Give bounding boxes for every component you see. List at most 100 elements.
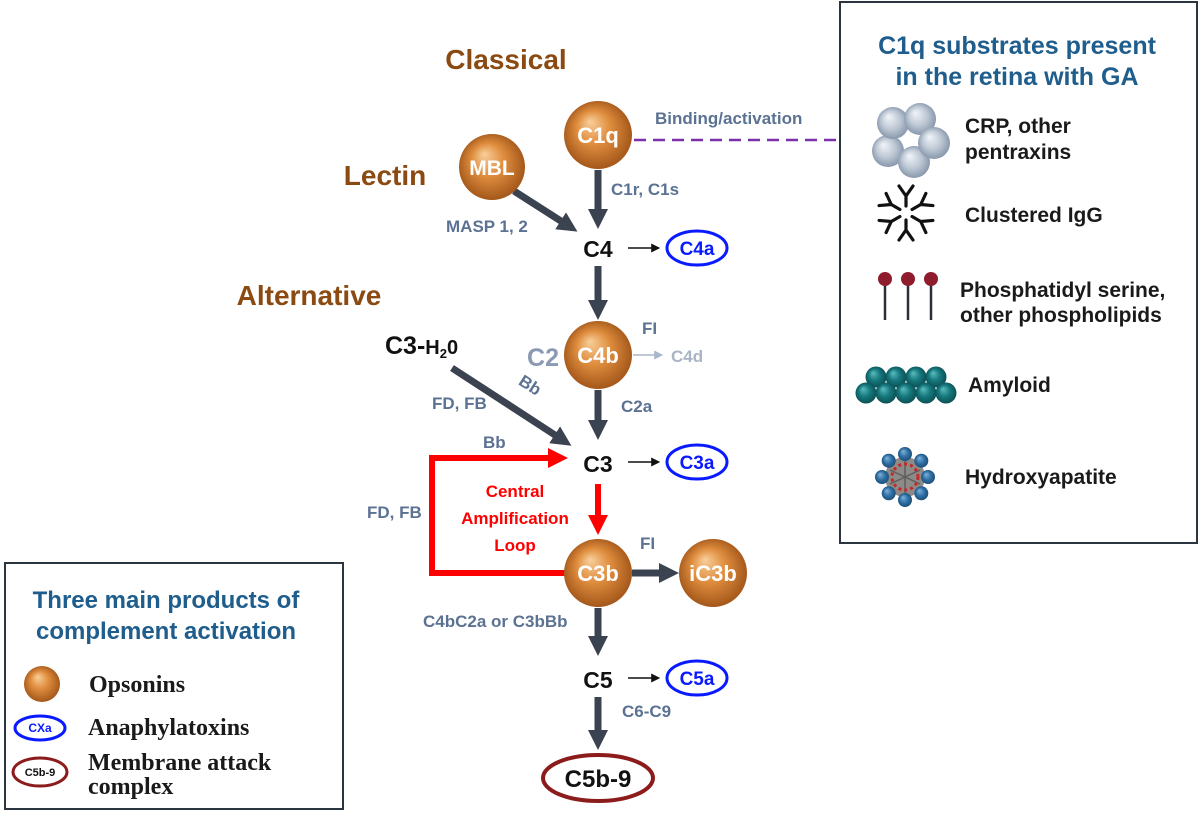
crp-label-line-1: CRP, other: [965, 115, 1071, 138]
c5b9-ellipse: [541, 753, 655, 803]
amyloid-unit: [915, 382, 937, 404]
binding-activation-label: Binding/activation: [655, 109, 802, 128]
phospholipid-label-line-1: Phosphatidyl serine,: [960, 279, 1165, 302]
c4b-label: C4b: [577, 343, 619, 368]
c1q-sphere: [564, 101, 632, 169]
amyloid-unit: [855, 382, 877, 404]
hydroxyapatite-icon: [875, 447, 935, 507]
c3a-ellipse: [665, 443, 729, 481]
c1q-label: C1q: [577, 123, 619, 148]
c3-h2o-h: H: [425, 337, 439, 359]
pentraxin-subunit: [877, 107, 909, 139]
lectin-pathway-title: Lectin: [344, 160, 426, 191]
c5-label: C5: [583, 667, 613, 693]
legend-title-line-2: complement activation: [36, 618, 296, 645]
hydroxyapatite-ring: [890, 462, 920, 492]
hydroxyapatite-particle: [914, 453, 929, 468]
c3b-label: C3b: [577, 561, 619, 586]
amyloid-unit: [905, 366, 927, 388]
mac-label-line-1: Membrane attack: [88, 750, 272, 776]
phospholipid-head: [878, 272, 892, 286]
pentraxin-cluster-icon: [872, 103, 950, 178]
convertase-label: C4bC2a or C3bBb: [423, 612, 568, 631]
c3-label: C3: [583, 451, 612, 477]
clustered-igg-icon: [877, 184, 935, 242]
amyloid-unit: [925, 366, 947, 388]
pentraxin-subunit: [918, 127, 950, 159]
c5b9-node: C5b-9: [541, 753, 655, 803]
amyloid-unit: [895, 382, 917, 404]
arrow-c3h2o-to-c3: [450, 365, 572, 446]
hydroxyapatite-particle: [898, 493, 912, 507]
c3-h2o-main: C3-: [385, 332, 425, 360]
c4-label: C4: [583, 236, 613, 262]
c1q-node: C1q: [564, 101, 632, 169]
c4b-sphere: [564, 321, 632, 389]
legend-panel: Three main products of complement activa…: [4, 562, 344, 810]
c5b9-label: C5b-9: [565, 766, 632, 793]
c4a-ellipse: [665, 229, 729, 267]
ic3b-node: iC3b: [679, 539, 747, 607]
amyloid-unit: [875, 382, 897, 404]
pentraxin-subunit: [898, 146, 930, 178]
legend-title-line-1: Three main products of: [33, 587, 301, 614]
amplification-loop-line-1: Central: [486, 482, 545, 501]
c6-c9-label: C6-C9: [622, 702, 671, 721]
phospholipid-icon: [878, 272, 938, 320]
amyloid-unit: [935, 382, 957, 404]
c3b-node: C3b: [564, 539, 632, 607]
amplification-loop-line-2: Amplification: [461, 509, 569, 528]
phospholipid-label-line-2: other phospholipids: [960, 304, 1162, 327]
c3b-sphere: [564, 539, 632, 607]
mac-legend-symbol-text: C5b-9: [25, 767, 56, 779]
igg-antibody-shape: [897, 218, 915, 242]
c3-h2o-subscript: 2: [440, 346, 447, 361]
igg-antibody-shape: [910, 214, 935, 235]
mbl-sphere: [459, 134, 525, 200]
c4a-node: C4a: [665, 229, 729, 267]
fd-fb-loop-label: FD, FB: [367, 503, 422, 522]
hydroxyapatite-particle: [875, 470, 889, 484]
hydroxyapatite-particle: [881, 453, 896, 468]
anaphylatoxin-ellipse-icon: CXa: [13, 714, 67, 742]
mbl-node: MBL: [459, 134, 525, 200]
hydroxyapatite-label: Hydroxyapatite: [965, 466, 1117, 489]
amplification-loop-line-3: Loop: [494, 536, 536, 555]
mbl-label: MBL: [469, 157, 515, 180]
masp-label: MASP 1, 2: [446, 217, 528, 236]
bb-loop-label: Bb: [483, 433, 506, 452]
igg-antibody-shape: [897, 184, 915, 208]
hydroxyapatite-mesh: [889, 460, 921, 494]
fd-fb-diagonal-label: FD, FB: [432, 394, 487, 413]
igg-label: Clustered IgG: [965, 204, 1103, 227]
hydroxyapatite-particle: [914, 486, 929, 501]
amyloid-unit: [865, 366, 887, 388]
c1r-c1s-label: C1r, C1s: [611, 180, 679, 199]
amyloid-label: Amyloid: [968, 374, 1051, 397]
fi-c3b-label: FI: [640, 534, 655, 553]
igg-antibody-shape: [877, 191, 902, 212]
amyloid-icon: [855, 366, 957, 404]
mac-ellipse-icon: C5b-9: [11, 756, 69, 788]
c5a-node: C5a: [665, 659, 729, 697]
substrates-panel-title-line-2: in the retina with GA: [895, 63, 1138, 91]
classical-pathway-title: Classical: [445, 44, 566, 75]
substrates-panel: C1q substrates present in the retina wit…: [839, 1, 1198, 544]
amyloid-unit: [885, 366, 907, 388]
c3-h2o-o: 0: [447, 337, 458, 359]
arrow-mbl-to-c4: [512, 188, 578, 232]
ic3b-sphere: [679, 539, 747, 607]
bb-diagonal-label: Bb: [515, 371, 544, 399]
c3a-node: C3a: [665, 443, 729, 481]
amplification-loop-arrow: [429, 448, 568, 576]
c2-label: C2: [527, 344, 559, 372]
c4b-node: C4b: [564, 321, 632, 389]
c2a-label: C2a: [621, 397, 653, 416]
igg-antibody-shape: [877, 214, 902, 235]
anaphylatoxins-label: Anaphylatoxins: [88, 715, 249, 741]
mac-legend-ellipse: [11, 756, 69, 788]
opsonins-label: Opsonins: [89, 672, 185, 698]
c4d-label: C4d: [671, 347, 703, 366]
c4a-label: C4a: [680, 239, 715, 260]
anaphylatoxin-legend-ellipse: [13, 714, 67, 742]
